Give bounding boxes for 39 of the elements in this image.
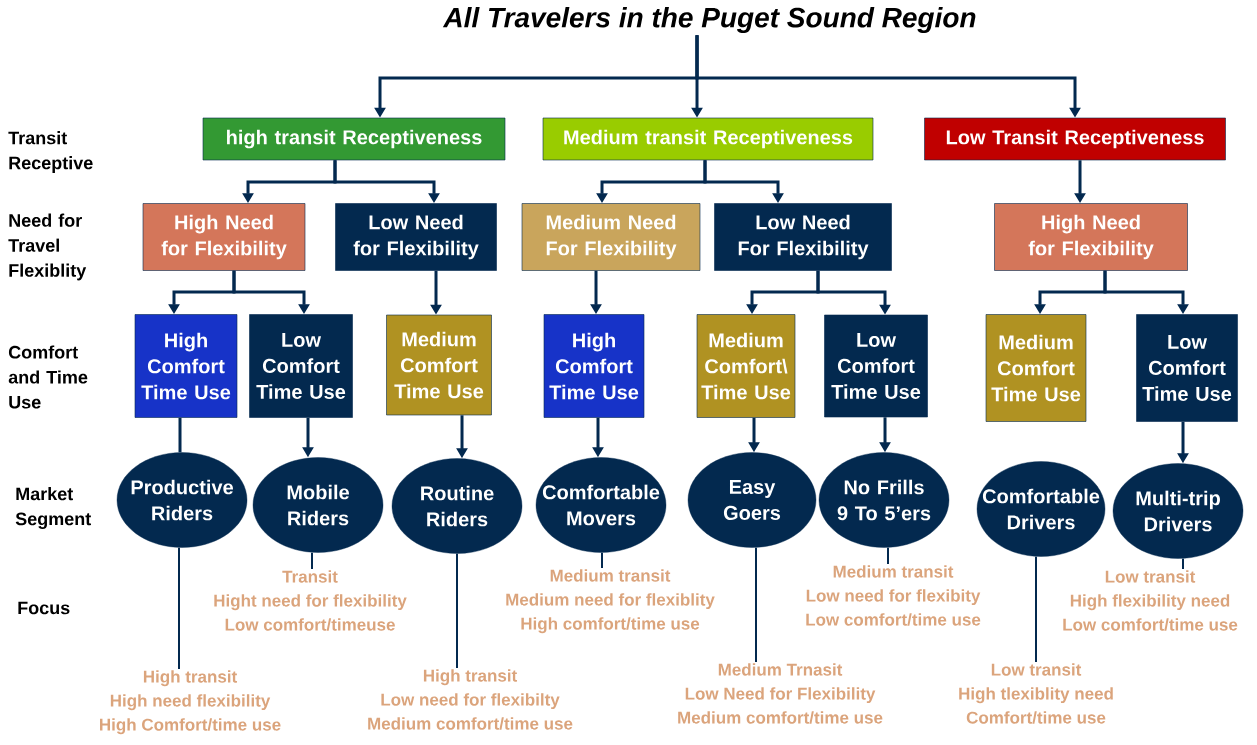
leader-line <box>1035 555 1037 663</box>
category-box: High Comfort Time Use <box>134 314 238 418</box>
leader-line <box>755 546 757 663</box>
title-text: All Travelers in the Puget Sound Region <box>442 6 976 34</box>
category-box: high transit Receptiveness <box>202 117 506 161</box>
focus-text: Low transit High flexibility need Low comfort/time use <box>1063 570 1238 631</box>
category-box: Low Need for Flexibility <box>335 203 497 271</box>
focus-text: Transit Hight need for flexibility Low comfort/timeuse <box>214 570 407 631</box>
category-box: Low Comfort Time Use <box>1136 314 1238 422</box>
row-label: Market Segment <box>15 487 91 529</box>
leader-line <box>311 551 313 570</box>
category-box: Medium Comfort\ Time Use <box>696 314 796 418</box>
row-label: Transit Receptive <box>8 131 93 173</box>
category-box: High Need for Flexibility <box>994 203 1188 271</box>
category-box: Low Comfort Time Use <box>824 314 928 418</box>
category-box: High Comfort Time Use <box>543 314 645 418</box>
row-label: Focus <box>18 601 70 615</box>
category-box: Medium Comfort Time Use <box>386 314 492 416</box>
leader-line <box>601 551 603 569</box>
focus-text: Medium transit Low need for flexibity Low comfort/time use <box>806 565 981 626</box>
category-box: Medium Comfort Time Use <box>985 314 1087 422</box>
connector-line <box>178 417 182 453</box>
focus-text: Medium transit Medium need for flexiblity High comfort/time use <box>506 569 715 634</box>
focus-text: Medium Trnasit Low Need for Flexibility Medium comfort/time use <box>678 663 883 724</box>
category-box: High Need for Flexibility <box>142 203 306 271</box>
focus-text: Low transit High tlexiblity need Comfort/time use <box>959 663 1113 724</box>
leader-line <box>178 546 180 670</box>
category-box: Low Transit Receptiveness <box>924 117 1226 161</box>
row-label: Comfort and Time Use <box>8 345 88 409</box>
focus-text: High transit Low need for flexibilty Medium comfort/time use <box>368 669 573 730</box>
leader-line <box>1182 557 1184 570</box>
category-box: Medium Need For Flexibility <box>521 203 701 271</box>
category-box: Medium transit Receptiveness <box>542 117 874 161</box>
category-box: Low Need For Flexibility <box>714 203 892 271</box>
focus-text: High transit High need flexibility High Comfort/time use <box>100 670 281 735</box>
leader-line <box>456 552 458 669</box>
row-label: Need for Travel Flexiblity <box>8 213 87 281</box>
category-box: Low Comfort Time Use <box>249 314 353 418</box>
leader-line <box>887 546 889 565</box>
